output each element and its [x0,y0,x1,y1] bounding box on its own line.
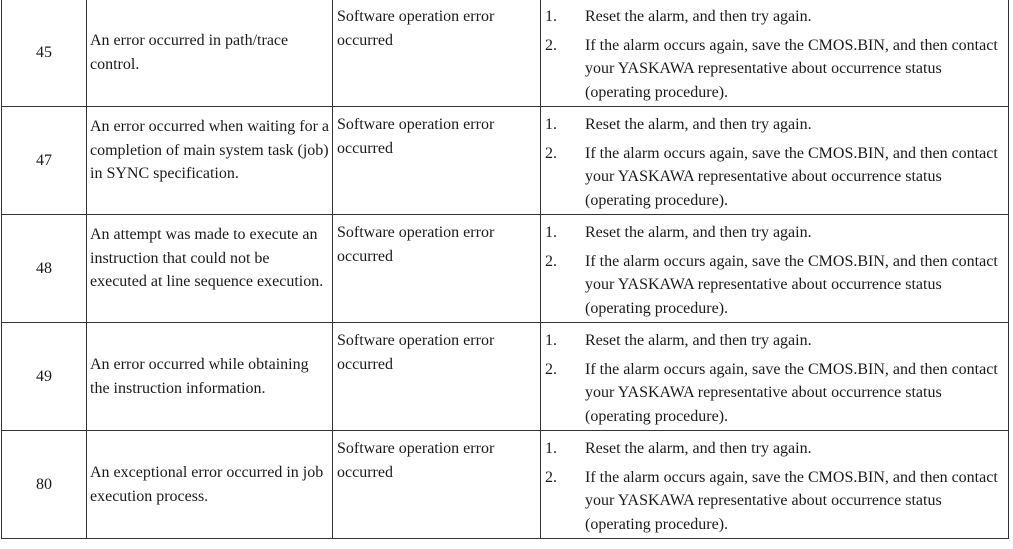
alarm-message: An attempt was made to execute an instru… [86,214,333,323]
alarm-cause: Software operation error occurred [332,106,541,215]
remedy-step: 1. Reset the alarm, and then try again. [545,329,1002,353]
step-text: Reset the alarm, and then try again. [585,116,812,133]
step-number: 1. [545,8,557,25]
step-text: If the alarm occurs again, save the CMOS… [585,252,998,317]
step-number: 2. [545,252,557,270]
alarm-remedy: 1. Reset the alarm, and then try again. … [540,0,1009,107]
alarm-message: An error occurred in path/trace control. [86,0,333,107]
remedy-step: 2. If the alarm occurs again, save the C… [545,466,1002,537]
alarm-code: 49 [1,322,87,431]
step-text: Reset the alarm, and then try again. [585,440,812,457]
step-number: 2. [545,468,557,486]
alarm-remedy: 1. Reset the alarm, and then try again. … [540,430,1009,539]
step-number: 2. [545,360,557,378]
alarm-cause: Software operation error occurred [332,0,541,107]
alarm-remedy: 1. Reset the alarm, and then try again. … [540,106,1009,215]
step-number: 1. [545,440,557,457]
step-number: 2. [545,144,557,162]
alarm-cause: Software operation error occurred [332,430,541,539]
step-text: Reset the alarm, and then try again. [585,224,812,241]
remedy-step: 1. Reset the alarm, and then try again. [545,5,1002,29]
table-row: 48 An attempt was made to execute an ins… [1,214,1009,323]
alarm-message: An exceptional error occurred in job exe… [86,430,333,539]
step-text: If the alarm occurs again, save the CMOS… [585,144,998,209]
remedy-step: 2. If the alarm occurs again, save the C… [545,358,1002,429]
remedy-step: 2. If the alarm occurs again, save the C… [545,34,1002,105]
step-text: Reset the alarm, and then try again. [585,332,812,349]
step-text: If the alarm occurs again, save the CMOS… [585,36,998,101]
remedy-step: 1. Reset the alarm, and then try again. [545,437,1002,461]
step-number: 2. [545,36,557,54]
remedy-step: 1. Reset the alarm, and then try again. [545,221,1002,245]
table-row: 80 An exceptional error occurred in job … [1,430,1009,539]
alarm-code: 80 [1,430,87,539]
alarm-remedy: 1. Reset the alarm, and then try again. … [540,214,1009,323]
alarm-message: An error occurred when waiting for a com… [86,106,333,215]
step-text: If the alarm occurs again, save the CMOS… [585,468,998,533]
remedy-step: 2. If the alarm occurs again, save the C… [545,250,1002,321]
alarm-code: 45 [1,0,87,107]
step-text: Reset the alarm, and then try again. [585,8,812,25]
step-number: 1. [545,224,557,241]
table-row: 49 An error occurred while obtaining the… [1,322,1009,431]
alarm-remedy: 1. Reset the alarm, and then try again. … [540,322,1009,431]
alarm-cause: Software operation error occurred [332,322,541,431]
alarm-code: 48 [1,214,87,323]
remedy-step: 1. Reset the alarm, and then try again. [545,113,1002,137]
step-number: 1. [545,116,557,133]
step-number: 1. [545,332,557,349]
step-text: If the alarm occurs again, save the CMOS… [585,360,998,425]
table-row: 47 An error occurred when waiting for a … [1,106,1009,215]
alarm-table: 45 An error occurred in path/trace contr… [1,0,1009,539]
remedy-step: 2. If the alarm occurs again, save the C… [545,142,1002,213]
table-row: 45 An error occurred in path/trace contr… [1,0,1009,107]
alarm-code: 47 [1,106,87,215]
alarm-cause: Software operation error occurred [332,214,541,323]
alarm-message: An error occurred while obtaining the in… [86,322,333,431]
